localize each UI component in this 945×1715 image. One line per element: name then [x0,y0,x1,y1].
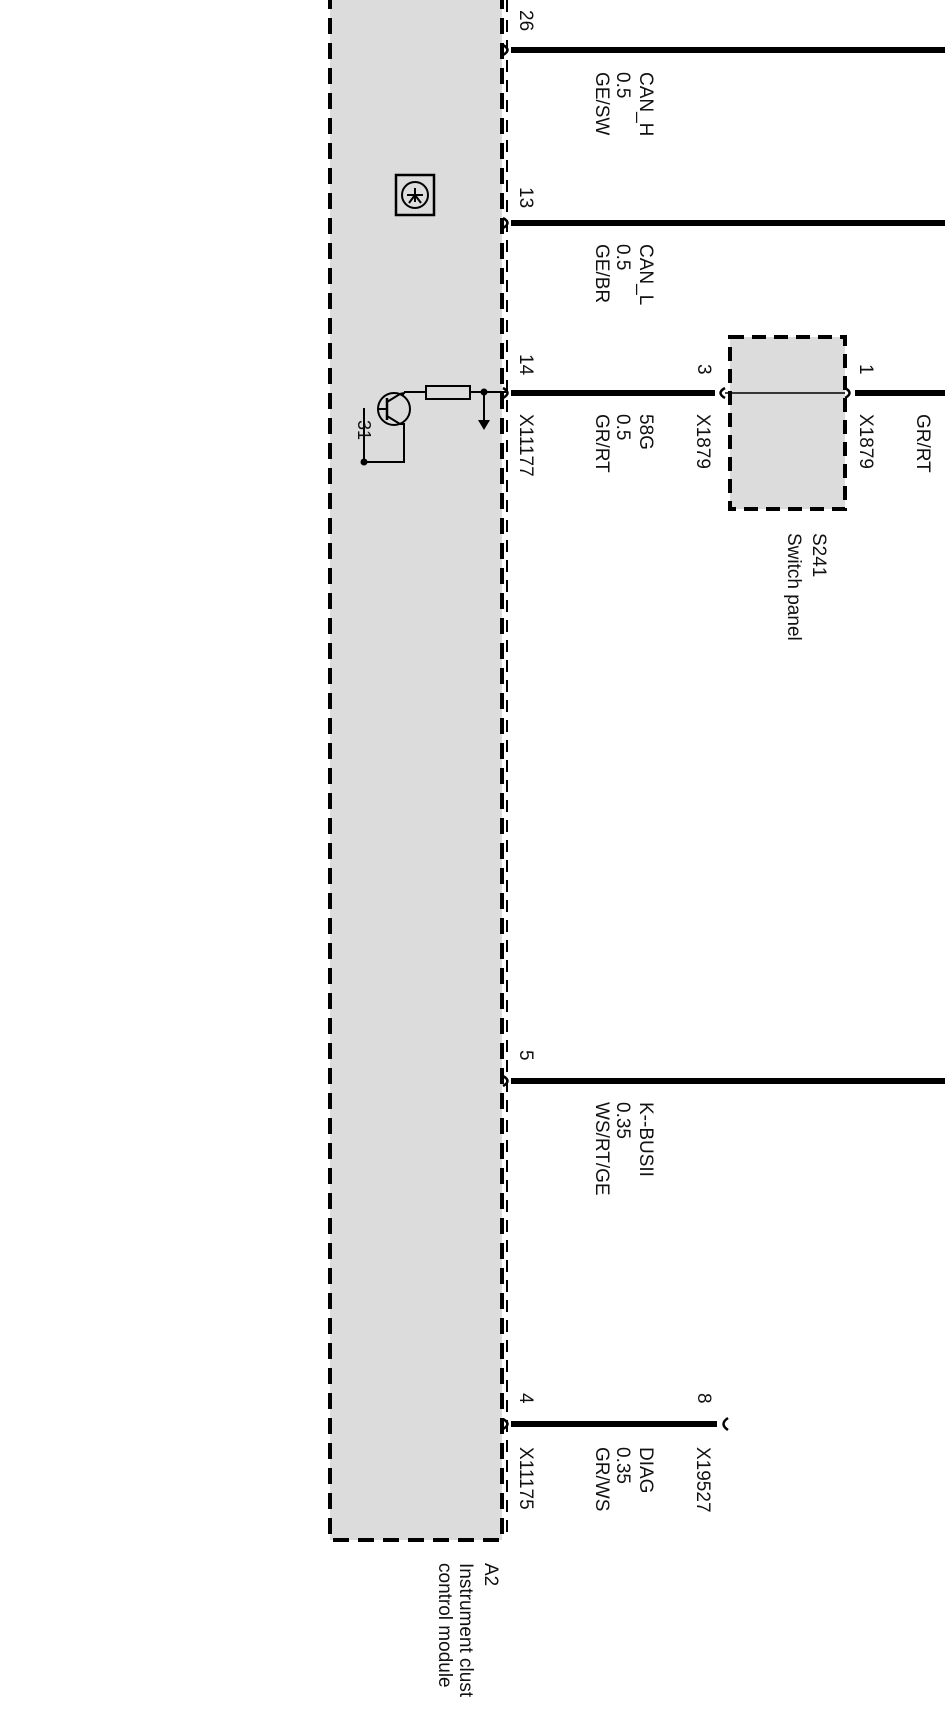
connector-x1879-out: X1879 [855,414,876,469]
wire-gauge-58g: 0.5 [612,414,633,440]
s241-pin-1: 1 [855,364,876,375]
wire-color-kbus: WS/RT/GE [591,1102,612,1196]
pin-5: 5 [515,1050,536,1061]
wire-color-can-l: GE/BR [591,244,612,303]
module-a2-body [328,0,504,1542]
ground-terminal-label: 31 [354,420,374,440]
wire-signal-can-h: CAN_H [635,72,656,136]
s241-name: Switch panel [783,533,804,641]
transistor-box-icon [394,173,436,217]
module-a2-name-line1: Instrument clust [455,1563,476,1698]
wire-color-can-h: GE/SW [591,72,612,135]
wire-color-58g: GR/RT [591,414,612,473]
wire-58g [502,386,945,400]
pin-14: 14 [515,354,536,376]
wire-can-h [502,43,945,57]
wire-diag [502,1416,729,1432]
pin-26: 26 [515,10,536,31]
s241-pin-3: 3 [693,364,714,375]
connector-x19527: X19527 [692,1447,713,1513]
wire-signal-kbus: K--BUSII [635,1102,656,1177]
wire-color-diag: GR/WS [591,1447,612,1511]
wire-gauge-kbus: 0.35 [612,1102,633,1139]
wire-signal-diag: DIAG [635,1447,656,1493]
switch-s241-body [728,335,847,511]
s241-id: S241 [808,533,829,577]
connector-x11177: X11177 [515,414,536,477]
pin-4: 4 [515,1393,536,1404]
wire-gauge-can-l: 0.5 [612,244,633,270]
wire-can-l [502,216,945,230]
wire-color-58g-continuation: GR/RT [912,414,933,473]
connector-x11175: X11175 [515,1447,536,1510]
wire-signal-58g: 58G [635,414,656,450]
wire-gauge-can-h: 0.5 [612,72,633,98]
module-a2-id: A2 [480,1563,501,1586]
transistor-circuit-icon [360,385,507,466]
wire-signal-can-l: CAN_L [635,244,656,305]
pin-13: 13 [515,187,536,208]
wire-kbus [502,1074,945,1088]
wire-gauge-diag: 0.35 [612,1447,633,1484]
diag-far-pin: 8 [693,1393,714,1404]
connector-x1879-in: X1879 [692,414,713,469]
module-a2-name-line2: control module [434,1563,455,1688]
